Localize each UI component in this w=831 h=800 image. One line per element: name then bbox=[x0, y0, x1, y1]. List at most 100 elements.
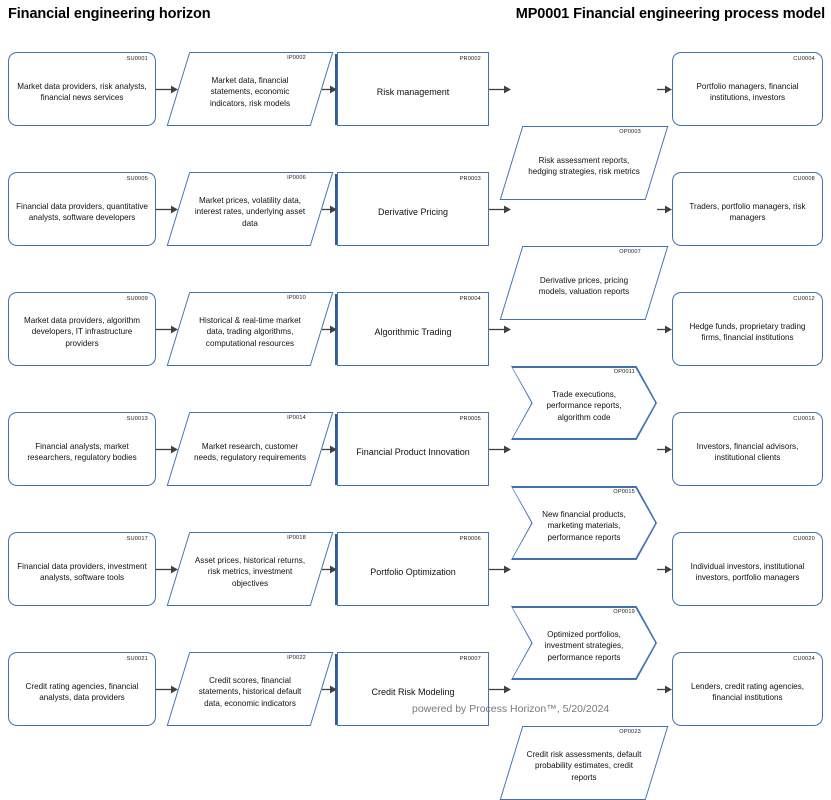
flow-arrow bbox=[489, 445, 511, 454]
chevron-shape bbox=[511, 366, 657, 440]
node-label: Lenders, credit rating agencies, financi… bbox=[691, 681, 804, 702]
node-code: PR0004 bbox=[459, 296, 481, 302]
node-code: PR0002 bbox=[459, 56, 481, 62]
node-code: CU0016 bbox=[793, 416, 815, 422]
flow-arrow bbox=[489, 205, 511, 214]
node-code: OP0015 bbox=[613, 489, 635, 495]
node-code: SU0013 bbox=[126, 416, 148, 422]
flow-arrow bbox=[322, 445, 337, 454]
node-code: CU0004 bbox=[793, 56, 815, 62]
flow-arrow bbox=[322, 325, 337, 334]
node-code: OP0019 bbox=[613, 609, 635, 615]
node-code: SU0009 bbox=[126, 296, 148, 302]
node-code: PR0005 bbox=[459, 416, 481, 422]
flow-arrow bbox=[156, 685, 178, 694]
flow-arrow bbox=[489, 685, 511, 694]
node-code: PR0007 bbox=[459, 656, 481, 662]
node-label: Historical & real-time market data, trad… bbox=[199, 315, 301, 348]
flow-arrow bbox=[657, 325, 672, 334]
node-label: Credit Risk Modeling bbox=[371, 686, 455, 697]
node-label: Financial data providers, investment ana… bbox=[17, 561, 147, 582]
flow-arrow bbox=[156, 565, 178, 574]
node-code: SU0005 bbox=[126, 176, 148, 182]
node-label: Portfolio managers, financial institutio… bbox=[696, 81, 799, 102]
node-code: SU0001 bbox=[126, 56, 148, 62]
node-label: Credit risk assessments, default probabi… bbox=[526, 749, 642, 782]
node-label: Market data, financial statements, econo… bbox=[209, 75, 291, 108]
node-code: CU0012 bbox=[793, 296, 815, 302]
node-code: CU0020 bbox=[793, 536, 815, 542]
node-code: CU0008 bbox=[793, 176, 815, 182]
flow-arrow bbox=[156, 205, 178, 214]
flow-arrow bbox=[657, 205, 672, 214]
flow-arrow bbox=[322, 85, 337, 94]
footer-credit: powered by Process Horizon™, 5/20/2024 bbox=[412, 703, 610, 715]
node-code: IP0018 bbox=[287, 535, 306, 541]
chevron-shape bbox=[511, 606, 657, 680]
node-code: CU0024 bbox=[793, 656, 815, 662]
flow-arrow bbox=[657, 685, 672, 694]
chevron-shape bbox=[511, 486, 657, 560]
process-model-title: MP0001 Financial engineering process mod… bbox=[515, 6, 825, 22]
node-label: Financial data providers, quantitative a… bbox=[16, 201, 148, 222]
node-label: Market data providers, algorithm develop… bbox=[23, 315, 141, 348]
node-code: OP0003 bbox=[619, 129, 641, 135]
node-label: Algorithmic Trading bbox=[374, 326, 452, 337]
node-code: SU0017 bbox=[126, 536, 148, 542]
node-label: Risk assessment reports, hedging strateg… bbox=[528, 155, 640, 176]
node-label: Market research, customer needs, regulat… bbox=[193, 441, 307, 462]
flow-arrow bbox=[657, 565, 672, 574]
node-label: Optimized portfolios, investment strateg… bbox=[544, 629, 624, 662]
node-label: Investors, financial advisors, instituti… bbox=[696, 441, 799, 462]
node-code: IP0022 bbox=[287, 655, 306, 661]
node-label: Derivative prices, pricing models, valua… bbox=[538, 275, 630, 296]
node-label: Credit scores, financial statements, his… bbox=[198, 675, 302, 708]
horizon-title: Financial engineering horizon bbox=[8, 6, 211, 22]
node-label: Financial analysts, market researchers, … bbox=[27, 441, 137, 462]
